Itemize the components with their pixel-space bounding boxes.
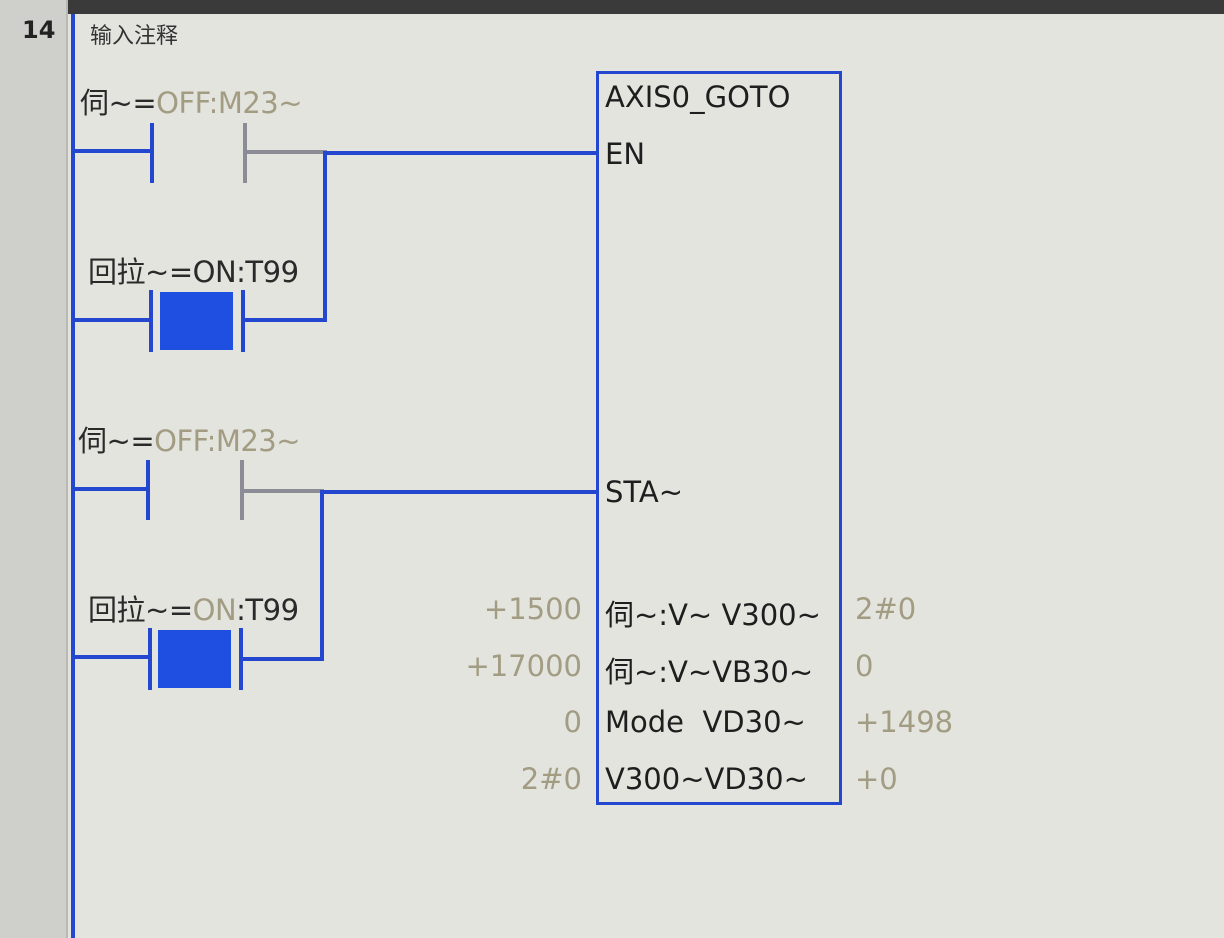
wire — [73, 318, 151, 322]
wire — [242, 489, 324, 493]
network-number: 14 — [22, 16, 56, 44]
output-value: 0 — [855, 649, 874, 683]
wire — [241, 657, 324, 661]
network-gutter — [0, 0, 68, 938]
contact-left-bar[interactable] — [148, 628, 152, 690]
output-value: +1498 — [855, 705, 954, 739]
pin-sta: STA~ — [605, 475, 684, 509]
block-title: AXIS0_GOTO — [605, 80, 791, 114]
output-value: 2#0 — [855, 592, 917, 626]
contact-label: 回拉~=ON:T99 — [88, 593, 299, 627]
pin-en: EN — [605, 137, 646, 171]
contact-label: 伺~=OFF:M23~ — [80, 86, 303, 120]
wire — [73, 487, 149, 491]
wire — [323, 151, 327, 322]
wire — [322, 490, 598, 494]
power-rail — [71, 14, 75, 938]
input-value: +1500 — [483, 592, 582, 626]
input-value: +17000 — [465, 649, 582, 683]
window-top-edge — [0, 0, 1224, 14]
network-comment[interactable]: 输入注释 — [90, 24, 179, 49]
contact-label: 回拉~=ON:T99 — [88, 255, 299, 289]
wire — [73, 655, 151, 659]
block-row[interactable]: 伺~:V~ V300~ — [605, 598, 821, 632]
input-value: 0 — [563, 705, 582, 739]
contact-powered-indicator[interactable] — [160, 292, 233, 350]
wire — [245, 150, 327, 154]
block-row[interactable]: Mode VD30~ — [605, 705, 806, 739]
wire — [325, 151, 598, 155]
contact-left-bar[interactable] — [150, 123, 154, 183]
function-block-axis0-goto[interactable] — [596, 71, 842, 805]
contact-left-bar[interactable] — [146, 460, 150, 520]
input-value: 2#0 — [520, 762, 582, 796]
contact-left-bar[interactable] — [149, 290, 153, 352]
contact-powered-indicator[interactable] — [158, 630, 231, 688]
wire — [73, 149, 153, 153]
wire — [243, 318, 327, 322]
block-row[interactable]: V300~VD30~ — [605, 762, 808, 796]
wire — [320, 490, 324, 661]
block-row[interactable]: 伺~:V~VB30~ — [605, 655, 814, 689]
contact-label: 伺~=OFF:M23~ — [78, 424, 301, 458]
output-value: +0 — [855, 762, 898, 796]
